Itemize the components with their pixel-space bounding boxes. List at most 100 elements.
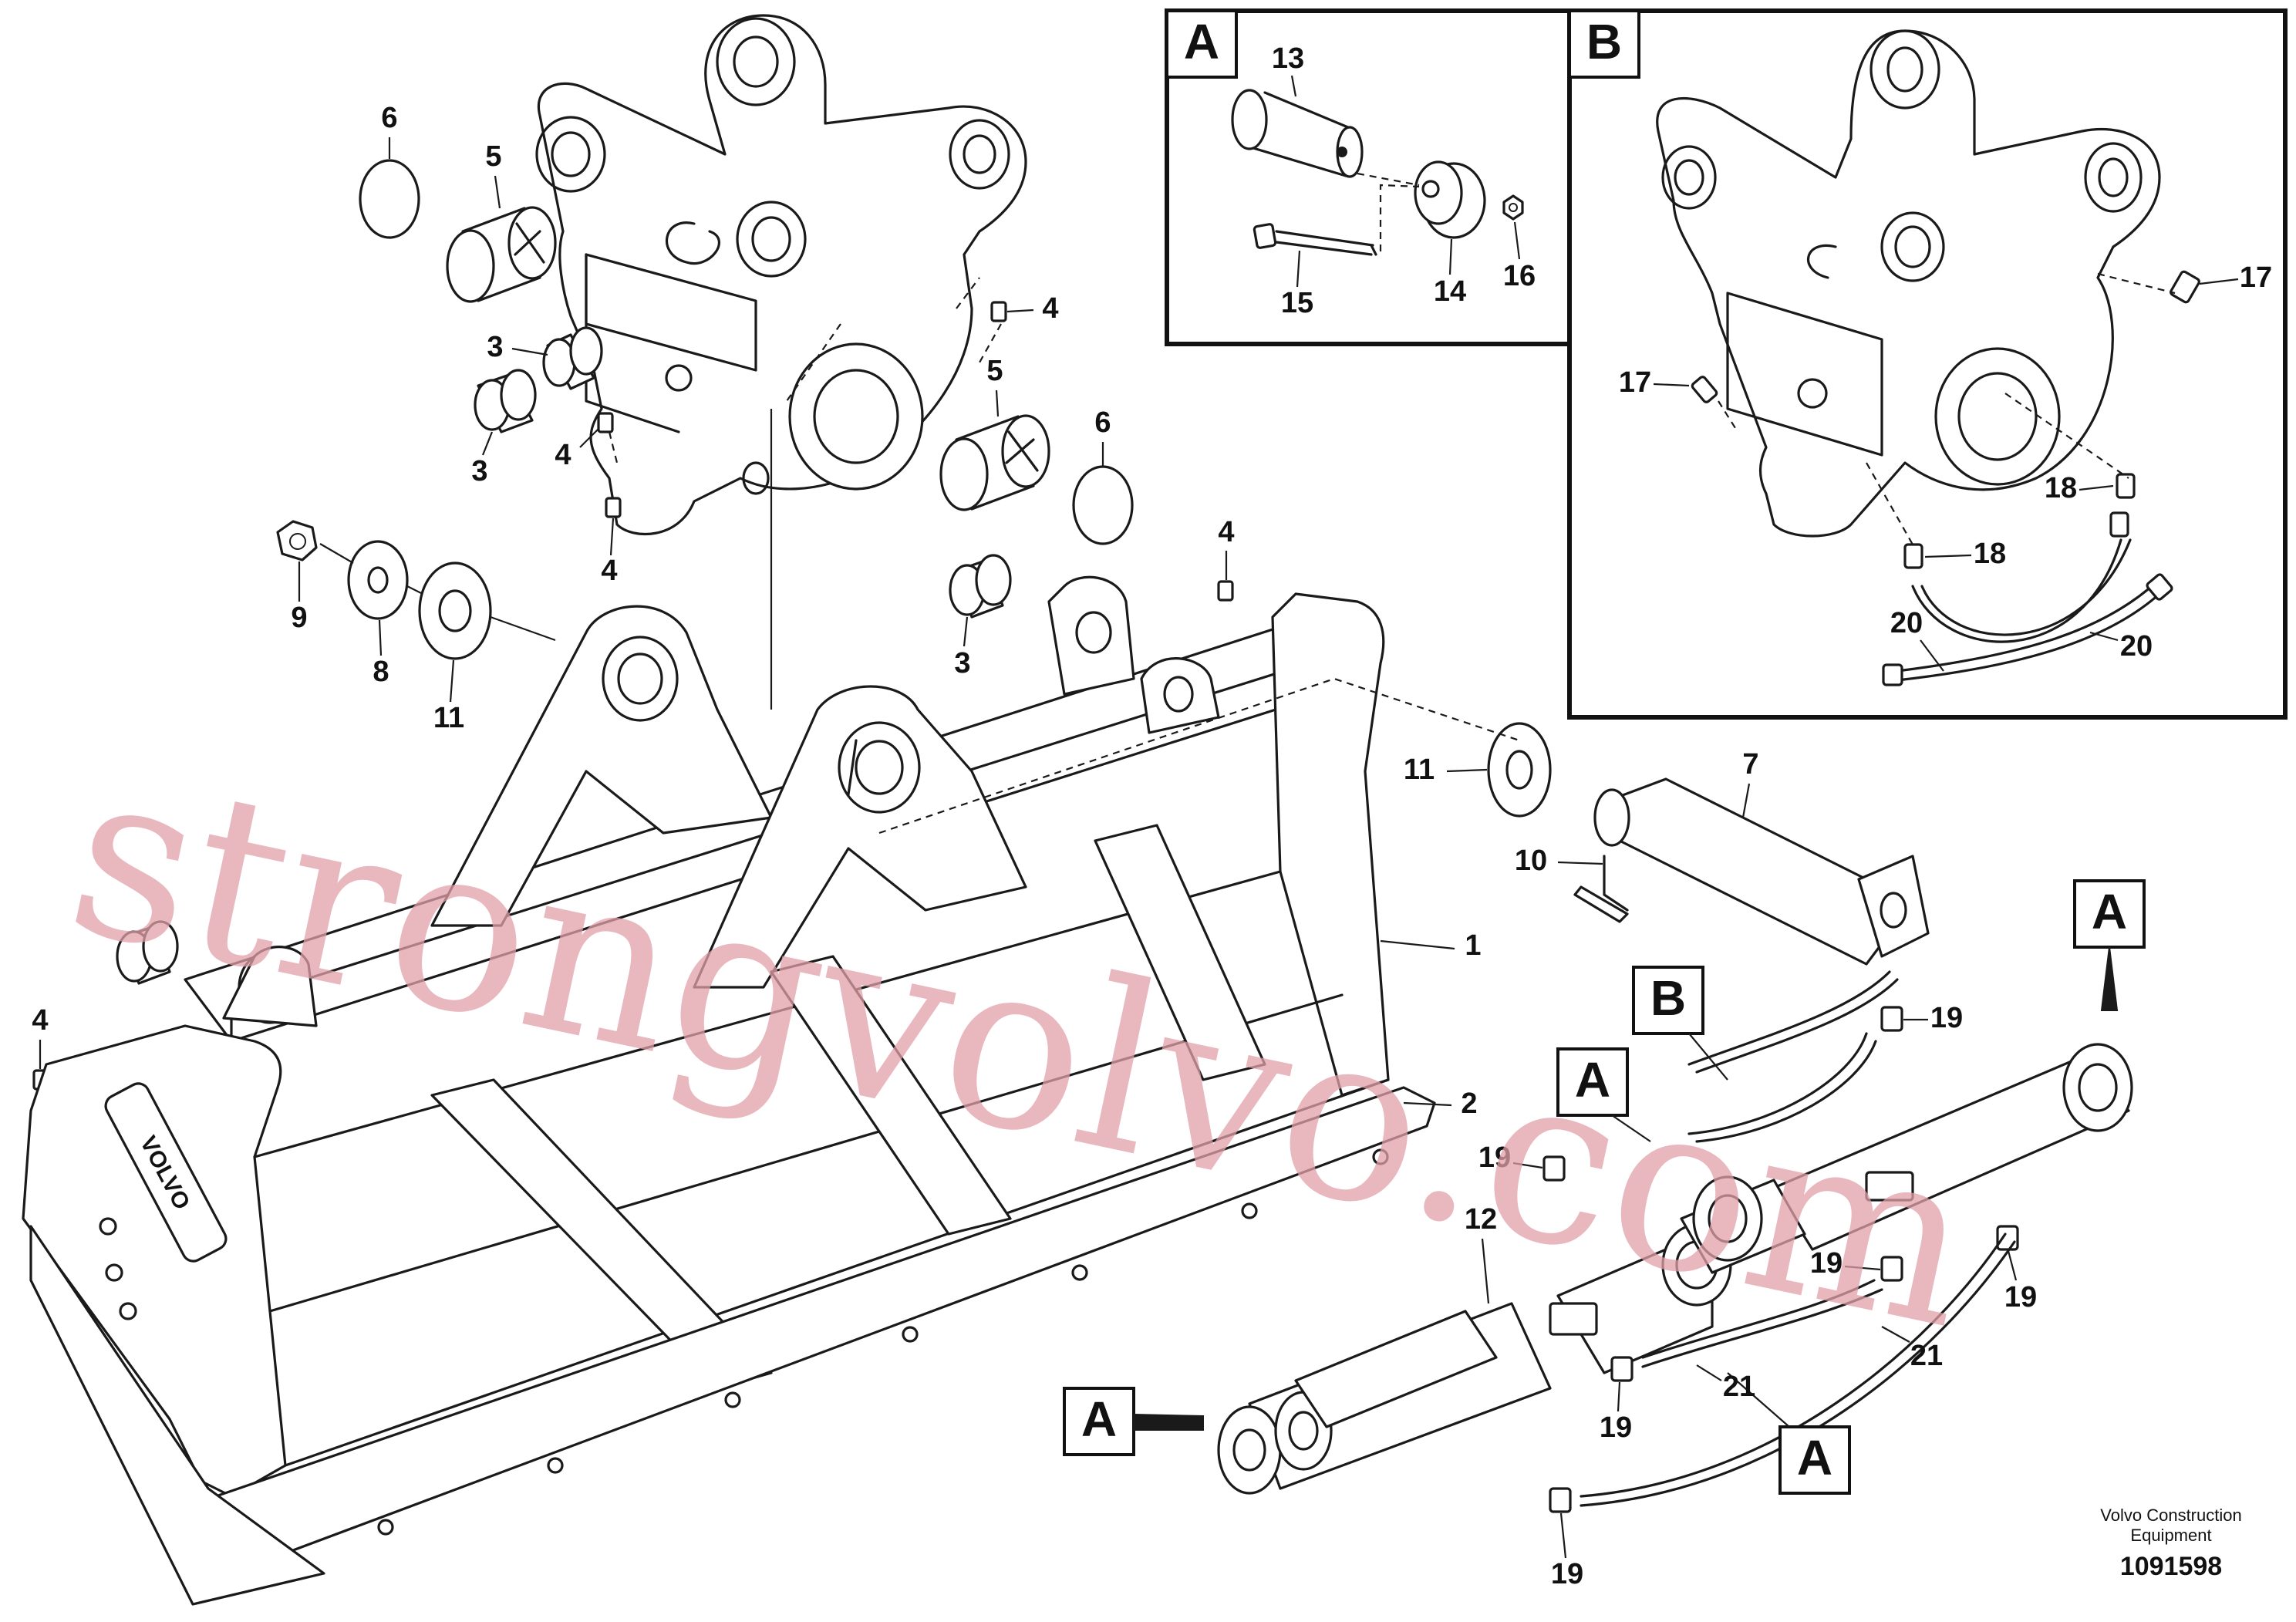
- label-20b: 20: [2120, 630, 2153, 663]
- bushing-3c[interactable]: [949, 554, 1012, 619]
- label-1: 1: [1465, 929, 1481, 962]
- bucket-1[interactable]: VOLVO: [22, 575, 1436, 1606]
- svg-text:B: B: [1650, 970, 1686, 1026]
- label-4b: 4: [555, 439, 571, 471]
- label-20a: 20: [1890, 607, 1923, 639]
- svg-text:A: A: [2092, 884, 2127, 939]
- svg-text:A: A: [1797, 1430, 1832, 1485]
- label-5b: 5: [986, 355, 1003, 387]
- coupler-bracket-b: [1656, 29, 2161, 538]
- detail-view-a-label: A: [1184, 14, 1219, 69]
- elbow-19c[interactable]: [1880, 1256, 1903, 1282]
- elbow-19d[interactable]: [1996, 1225, 2019, 1251]
- nut-9[interactable]: [276, 520, 318, 561]
- label-4a: 4: [1042, 292, 1058, 325]
- svg-text:A: A: [1081, 1391, 1117, 1447]
- label-10: 10: [1515, 845, 1547, 877]
- callout-a-2: A: [1556, 1047, 1651, 1142]
- hose-20a[interactable]: [1911, 538, 2132, 643]
- bushing-3d[interactable]: [116, 920, 179, 985]
- label-19e: 19: [1600, 1411, 1632, 1444]
- elbow-19e[interactable]: [1610, 1356, 1633, 1382]
- label-19b: 19: [1478, 1141, 1511, 1174]
- label-13: 13: [1272, 42, 1304, 75]
- bushing-3a[interactable]: [542, 326, 603, 390]
- manufacturer-line1: Volvo Construction: [2100, 1506, 2241, 1525]
- o-ring-6b[interactable]: [1072, 465, 1134, 545]
- hose-b[interactable]: [1687, 970, 1899, 1143]
- pin-13[interactable]: [1231, 89, 1364, 178]
- label-2: 2: [1461, 1088, 1477, 1120]
- spacer-11b[interactable]: [1487, 722, 1552, 818]
- drawing-number: 1091598: [2120, 1552, 2222, 1581]
- label-18b: 18: [1974, 538, 2006, 570]
- label-3c: 3: [954, 647, 970, 679]
- label-19d: 19: [2004, 1281, 2037, 1313]
- coupler-bracket: [535, 14, 1027, 536]
- grease-nipple-4d[interactable]: [1217, 580, 1234, 602]
- label-18a: 18: [2045, 472, 2077, 504]
- label-17b: 17: [2240, 261, 2272, 294]
- label-21b: 21: [1910, 1340, 1943, 1372]
- elbow-19b[interactable]: [1542, 1155, 1566, 1182]
- detail-view-b: B: [1567, 8, 2288, 720]
- label-6a: 6: [381, 102, 397, 134]
- bushing-5b[interactable]: [939, 414, 1050, 511]
- grease-nipple-17b[interactable]: [2170, 270, 2200, 304]
- grease-nipple-17a[interactable]: [1691, 376, 1718, 403]
- shaft-7[interactable]: [1593, 777, 1930, 966]
- label-15: 15: [1281, 287, 1313, 319]
- washer-8[interactable]: [347, 540, 409, 620]
- grease-nipple-4a[interactable]: [990, 301, 1007, 322]
- spacer-14[interactable]: [1414, 160, 1486, 239]
- cutting-edge-2[interactable]: [29, 1086, 1436, 1606]
- label-4c: 4: [601, 555, 617, 587]
- bushing-3b[interactable]: [474, 369, 537, 433]
- label-5a: 5: [485, 140, 501, 173]
- label-9: 9: [291, 602, 307, 634]
- label-21a: 21: [1723, 1371, 1755, 1403]
- hose-21b[interactable]: [1580, 1233, 2016, 1507]
- detail-view-a: A 13 14 15 16: [1165, 8, 1572, 346]
- label-11a: 11: [433, 702, 464, 734]
- nut-16[interactable]: [1502, 194, 1524, 221]
- svg-text:A: A: [1575, 1052, 1610, 1108]
- grease-nipple-4c[interactable]: [605, 497, 622, 518]
- callout-a-4: A: [1727, 1372, 1851, 1495]
- hose-21a[interactable]: [1641, 1279, 1883, 1368]
- callout-b: B: [1632, 966, 1728, 1081]
- bolt-15[interactable]: [1253, 223, 1377, 256]
- bushing-5a[interactable]: [446, 206, 557, 303]
- hydraulic-cylinder-upper[interactable]: [1680, 1043, 2133, 1274]
- label-19f: 19: [1551, 1558, 1583, 1590]
- callout-a-3: A: [1063, 1387, 1204, 1456]
- label-3a: 3: [487, 331, 503, 363]
- callout-a-1: A: [2073, 879, 2146, 1011]
- adapter-18a[interactable]: [1903, 543, 1923, 569]
- label-12: 12: [1465, 1203, 1497, 1236]
- lock-pin-10[interactable]: [1573, 855, 1629, 923]
- detail-view-b-label: B: [1586, 14, 1622, 69]
- hydraulic-cylinder-12[interactable]: [1217, 1223, 1732, 1495]
- label-6b: 6: [1094, 406, 1111, 439]
- label-14: 14: [1434, 275, 1466, 308]
- label-16: 16: [1503, 260, 1536, 292]
- o-ring-6a[interactable]: [359, 159, 420, 239]
- label-8: 8: [373, 656, 389, 688]
- manufacturer-line2: Equipment: [2130, 1526, 2211, 1545]
- label-4e: 4: [32, 1004, 48, 1037]
- label-3b: 3: [471, 455, 487, 487]
- label-4d: 4: [1218, 516, 1234, 548]
- elbow-19a[interactable]: [1880, 1006, 1903, 1032]
- label-19c: 19: [1810, 1247, 1843, 1280]
- hose-20b[interactable]: [1882, 573, 2173, 686]
- label-7: 7: [1742, 748, 1758, 781]
- label-17a: 17: [1619, 366, 1651, 399]
- grease-nipple-4b[interactable]: [597, 412, 614, 433]
- adapter-18b[interactable]: [2109, 473, 2136, 538]
- spacer-11a[interactable]: [418, 561, 492, 660]
- label-19a: 19: [1930, 1002, 1963, 1034]
- label-11b: 11: [1404, 754, 1435, 786]
- elbow-19f[interactable]: [1549, 1487, 1572, 1513]
